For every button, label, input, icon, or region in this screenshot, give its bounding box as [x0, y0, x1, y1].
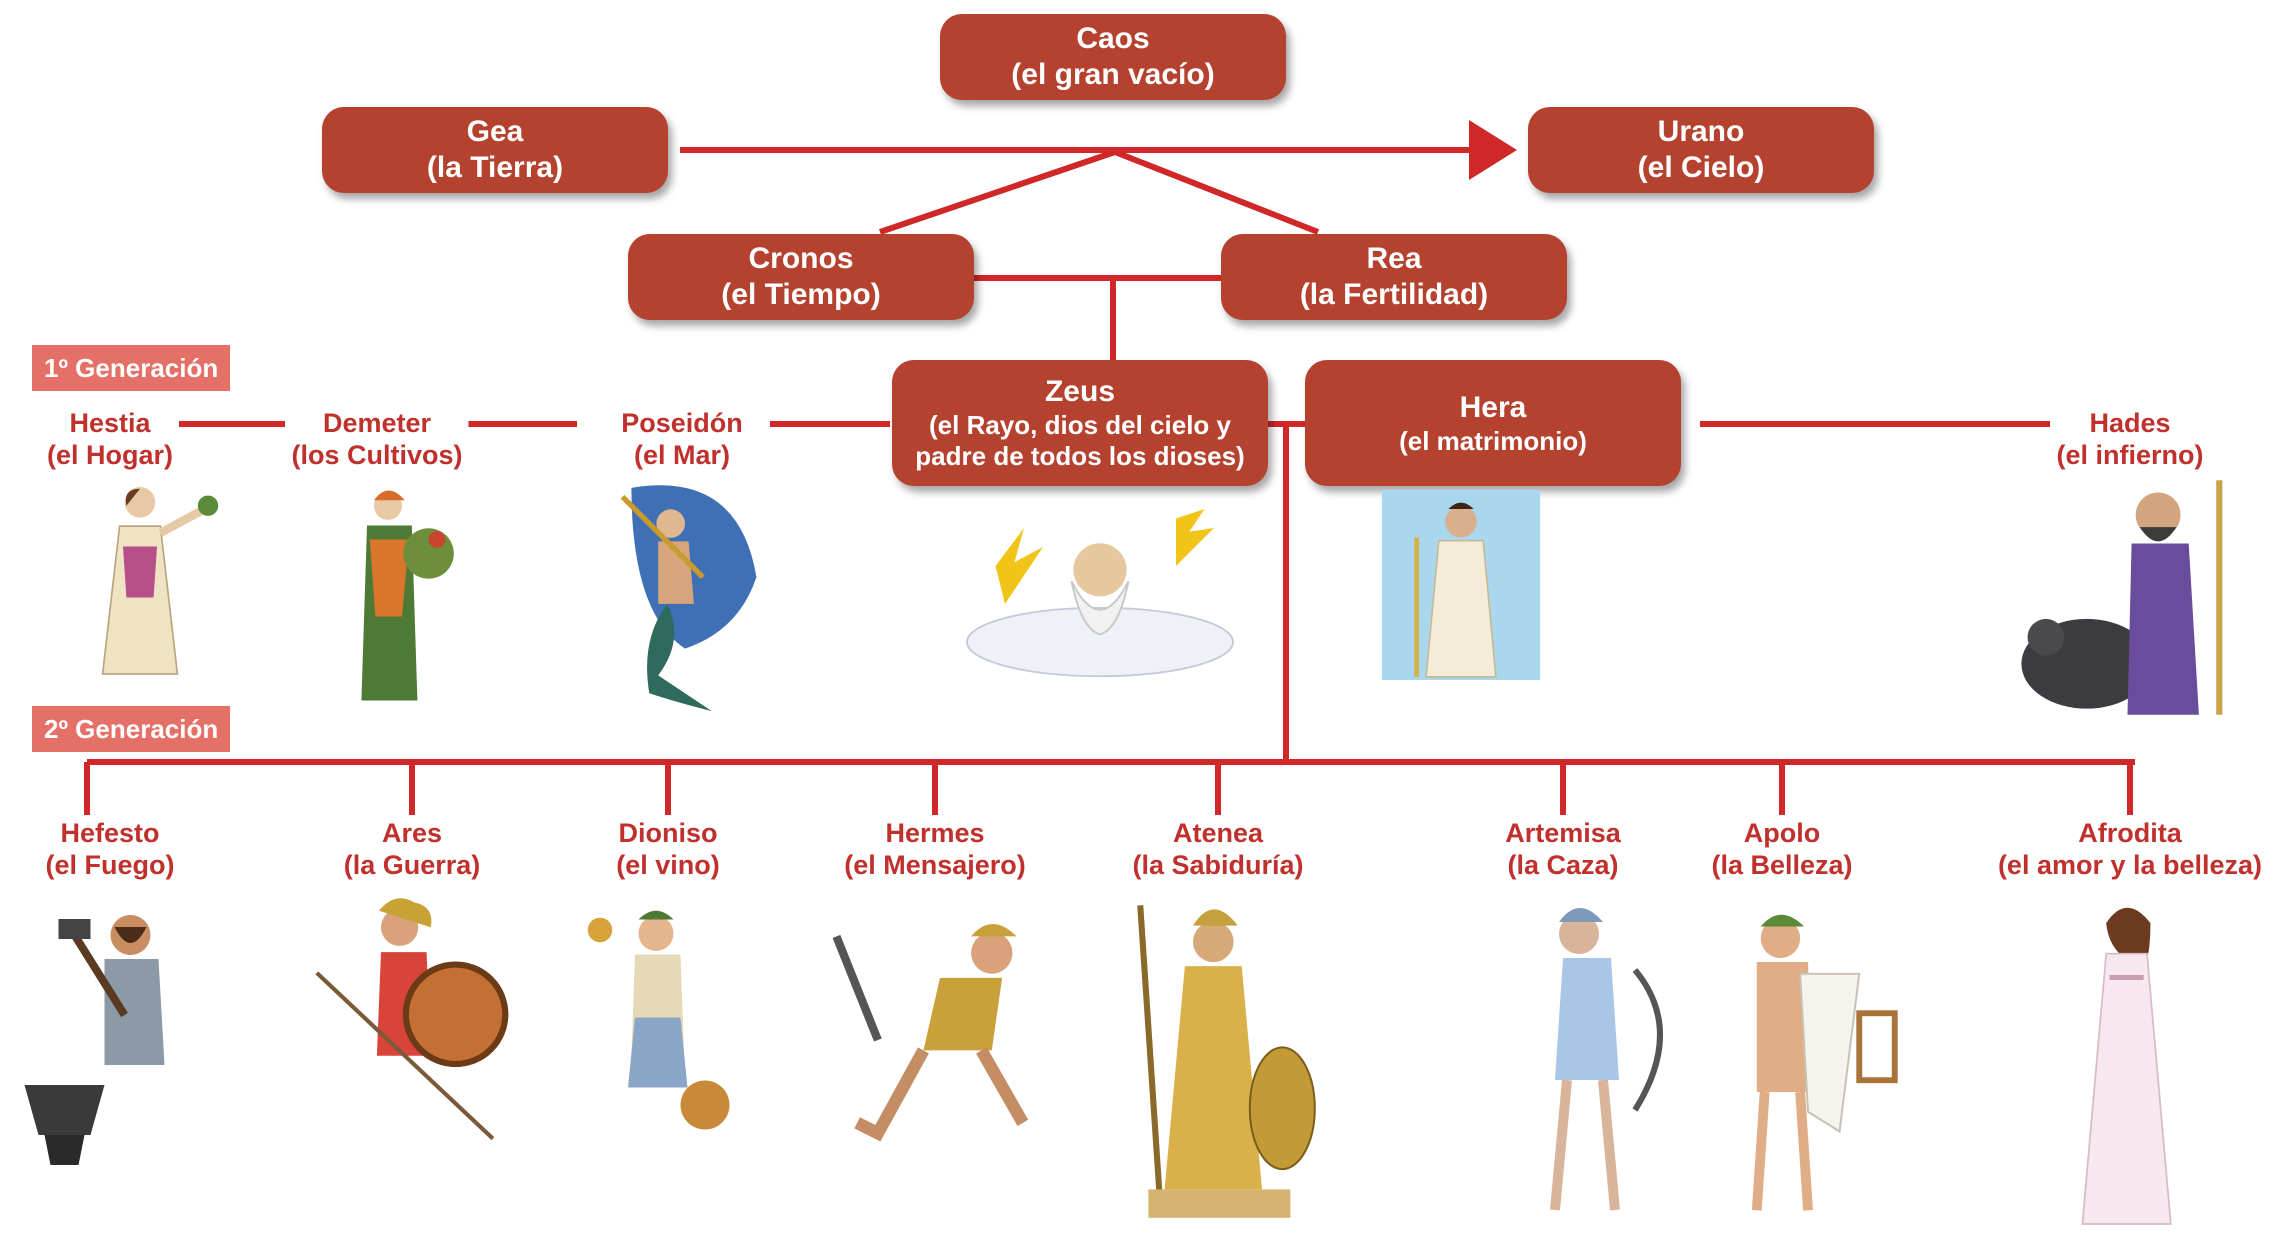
hades-label: Hades (el infierno): [2050, 407, 2210, 471]
gea-box: Gea (la Tierra): [322, 107, 668, 193]
ares-desc: (la Guerra): [343, 850, 481, 880]
hera-desc: (el matrimonio): [1399, 425, 1587, 456]
zeus-desc-line2: padre de todos los dioses): [915, 441, 1245, 471]
dioniso-desc: (el vino): [616, 850, 720, 880]
first-generation-badge: 1º Generación: [32, 345, 231, 391]
rea-desc: (la Fertilidad): [1299, 278, 1489, 311]
artemisa-illustration: [1495, 890, 1695, 1230]
zeus-illustration: [955, 490, 1245, 680]
poseidon-label: Poseidón (el Mar): [615, 407, 749, 471]
hermes-illustration: [795, 890, 1085, 1190]
urano-name: Urano: [1657, 115, 1745, 148]
hestia-illustration: [55, 478, 225, 683]
hestia-name: Hestia: [69, 408, 151, 438]
caos-box: Caos (el gran vacío): [940, 14, 1286, 100]
hera-illustration: [1380, 490, 1542, 680]
afrodita-label: Afrodita (el amor y la belleza): [1991, 817, 2269, 881]
parents-to-cronos-line: [879, 149, 1116, 235]
dioniso-name: Dioniso: [618, 818, 718, 848]
hera-name: Hera: [1459, 390, 1527, 424]
zeus-desc-line1: (el Rayo, dios del cielo y: [929, 410, 1231, 440]
artemisa-desc: (la Caza): [1507, 850, 1619, 880]
hestia-label: Hestia (el Hogar): [40, 407, 180, 471]
afrodita-illustration: [2045, 890, 2215, 1235]
urano-box: Urano (el Cielo): [1528, 107, 1874, 193]
hefesto-desc: (el Fuego): [45, 850, 175, 880]
rea-box: Rea (la Fertilidad): [1221, 234, 1567, 320]
hera-box: Hera (el matrimonio): [1305, 360, 1681, 486]
hefesto-illustration: [12, 895, 217, 1175]
urano-desc: (el Cielo): [1637, 151, 1765, 184]
cronos-name: Cronos: [748, 242, 854, 275]
demeter-label: Demeter (los Cultivos): [285, 407, 469, 471]
atenea-desc: (la Sabiduría): [1132, 850, 1304, 880]
demeter-name: Demeter: [322, 408, 432, 438]
apolo-desc: (la Belleza): [1711, 850, 1853, 880]
caos-name: Caos: [1076, 22, 1150, 55]
gea-desc: (la Tierra): [426, 151, 564, 184]
hades-name: Hades: [2089, 408, 2171, 438]
apolo-label: Apolo (la Belleza): [1705, 817, 1859, 881]
hefesto-label: Hefesto (el Fuego): [39, 817, 181, 881]
rea-name: Rea: [1366, 242, 1422, 275]
poseidon-name: Poseidón: [621, 408, 743, 438]
hades-illustration: [2005, 470, 2250, 725]
zeus-name: Zeus: [1044, 375, 1116, 408]
demeter-illustration: [325, 478, 465, 713]
apolo-name: Apolo: [1743, 818, 1821, 848]
dioniso-illustration: [565, 885, 740, 1185]
hades-desc: (el infierno): [2056, 440, 2204, 470]
poseidon-desc: (el Mar): [633, 440, 731, 470]
poseidon-illustration: [595, 470, 775, 720]
afrodita-desc: (el amor y la belleza): [1997, 850, 2263, 880]
afrodita-name: Afrodita: [2078, 818, 2182, 848]
cronos-box: Cronos (el Tiempo): [628, 234, 974, 320]
ares-illustration: [295, 890, 525, 1180]
apolo-illustration: [1700, 895, 1920, 1230]
demeter-desc: (los Cultivos): [291, 440, 463, 470]
cronos-desc: (el Tiempo): [721, 278, 881, 311]
second-generation-badge: 2º Generación: [32, 706, 231, 752]
hermes-label: Hermes (el Mensajero): [838, 817, 1032, 881]
ares-name: Ares: [381, 818, 443, 848]
parents-to-rea-line: [1113, 149, 1320, 235]
atenea-label: Atenea (la Sabiduría): [1126, 817, 1310, 881]
atenea-illustration: [1115, 885, 1340, 1230]
hermes-desc: (el Mensajero): [844, 850, 1026, 880]
hefesto-name: Hefesto: [60, 818, 160, 848]
zeus-box: Zeus (el Rayo, dios del cielo y padre de…: [892, 360, 1268, 486]
atenea-name: Atenea: [1172, 818, 1264, 848]
artemisa-name: Artemisa: [1505, 818, 1621, 848]
ares-label: Ares (la Guerra): [337, 817, 487, 881]
artemisa-label: Artemisa (la Caza): [1499, 817, 1627, 881]
hermes-name: Hermes: [885, 818, 985, 848]
caos-desc: (el gran vacío): [1011, 58, 1215, 91]
dioniso-label: Dioniso (el vino): [610, 817, 726, 881]
hestia-desc: (el Hogar): [46, 440, 174, 470]
gea-name: Gea: [466, 115, 524, 148]
